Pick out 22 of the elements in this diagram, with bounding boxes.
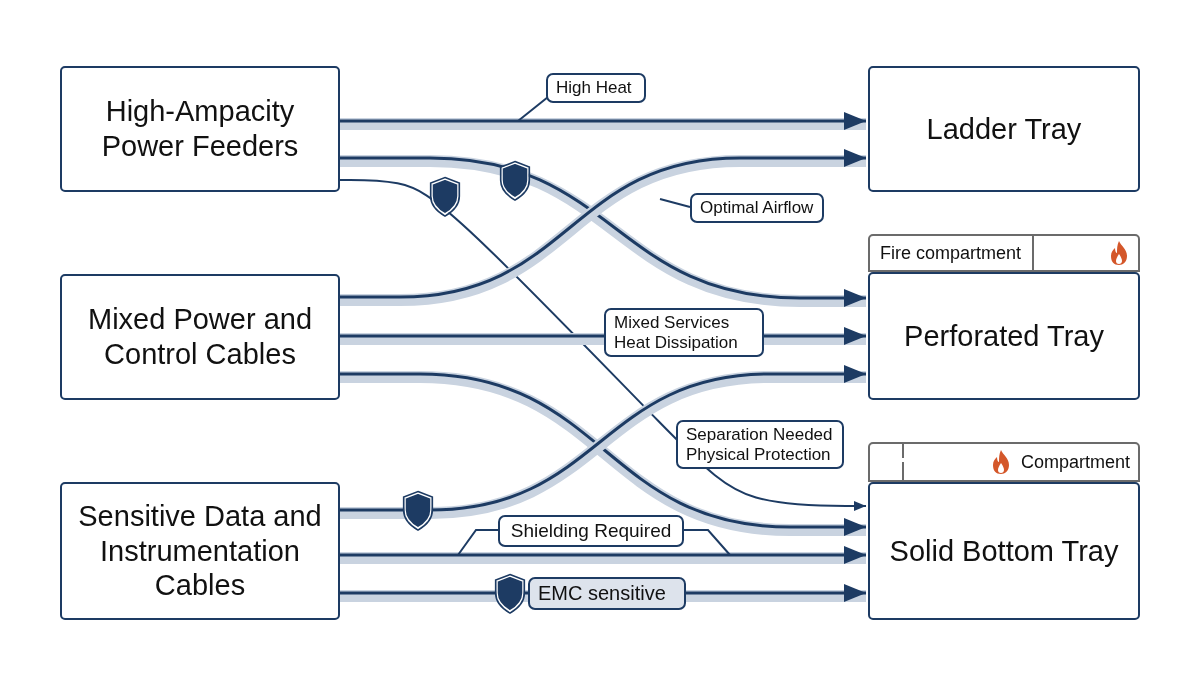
- tray-box: [60, 66, 340, 192]
- tray-box: [868, 66, 1140, 192]
- edge-label: Optimal Airflow: [690, 193, 824, 223]
- header-band: [868, 442, 1140, 482]
- box-label: Ladder Tray: [925, 111, 1083, 147]
- box-label: Sensitive Data and Instrumentation Cables: [77, 498, 323, 604]
- header-label: Fire compartment: [880, 242, 1022, 264]
- edge-label: Shielding Required: [498, 515, 684, 547]
- edge-label: High Heat: [546, 73, 646, 103]
- header-label: Compartment: [1020, 451, 1130, 473]
- box-label: Mixed Power and Control Cables: [86, 302, 314, 372]
- tray-box: [868, 482, 1140, 620]
- tray-box: [868, 272, 1140, 400]
- edge-label: Separation Needed Physical Protection: [676, 420, 844, 470]
- header-band: [868, 234, 1140, 272]
- tray-box: [60, 274, 340, 400]
- edge-label: EMC sensitive: [528, 577, 686, 610]
- box-label: Perforated Tray: [903, 318, 1105, 354]
- box-label: High-Ampacity Power Feeders: [100, 94, 300, 164]
- edge-label: Mixed Services Heat Dissipation: [604, 308, 764, 358]
- tray-box: [60, 482, 340, 620]
- box-label: Solid Bottom Tray: [888, 533, 1120, 569]
